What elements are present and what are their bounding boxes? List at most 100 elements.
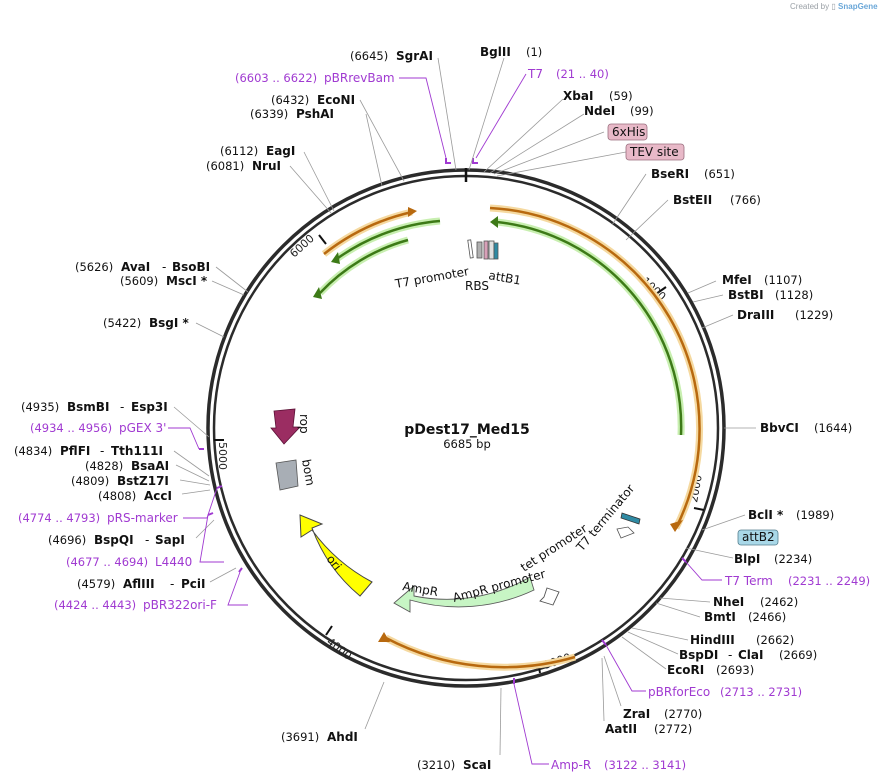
bom-box	[275, 459, 299, 491]
enzyme-name-bstz17i: BstZ17I	[117, 474, 169, 488]
enzyme-name-bsgi: BsgI *	[149, 316, 190, 330]
enzyme-name-hindiii: HindIII	[690, 633, 735, 647]
credit-brand: SnapGene	[838, 2, 878, 11]
primer-range-pbrforeco: (2713 .. 2731)	[720, 685, 802, 699]
t7-promoter-region	[467, 239, 499, 260]
enzyme-name-bbvci: BbvCI	[760, 421, 799, 435]
t7-terminator-shape	[620, 512, 641, 525]
enzyme-name-econi: EcoNI	[317, 93, 355, 107]
enzyme-pos-bcli: (1989)	[796, 508, 834, 522]
enzyme-pos-bsmbi: (4935)	[21, 400, 59, 414]
enzyme-dash-bsmbi: -	[120, 400, 124, 414]
enzyme-name-bsteii: BstEII	[673, 193, 712, 207]
enzyme-pos-bsaai: (4828)	[85, 459, 123, 473]
enzyme-pos-zrai: (2770)	[664, 707, 702, 721]
enzyme-pos-scai: (3210)	[417, 758, 455, 772]
enzyme-name-bcli: BclI *	[748, 508, 784, 522]
feature-box-attb2	[737, 529, 779, 546]
primer-name-l4440: L4440	[155, 555, 192, 569]
enzyme-pos-econi: (6432)	[271, 93, 309, 107]
enzyme-pos-pshai: (6339)	[250, 107, 288, 121]
enzyme-name-afliii: AflIII	[123, 577, 155, 591]
enzyme-dash-pflfi: -	[100, 444, 104, 458]
primer-name-t7-term: T7 Term	[724, 574, 773, 588]
credit-prefix: Created by	[790, 2, 830, 11]
feature-label-t7-promoter: T7 promoter	[393, 264, 470, 291]
enzyme-name-msci: MscI *	[166, 274, 208, 288]
enzyme-pos-aatii: (2772)	[654, 722, 692, 736]
enzyme-pos-bstz17i: (4809)	[71, 474, 109, 488]
enzyme-name-mfei: MfeI	[722, 273, 752, 287]
enzyme-alt-clai: ClaI	[738, 648, 763, 662]
enzyme-alt-esp3i: Esp3I	[131, 400, 168, 414]
enzyme-pos-acci: (4808)	[98, 489, 136, 503]
enzyme-name-bsmbi: BsmBI	[67, 400, 109, 414]
enzyme-name-bglii: BglII	[480, 45, 511, 59]
enzyme-alt-pcii: PciI	[181, 577, 206, 591]
enzyme-alt-bsobi: BsoBI	[172, 260, 210, 274]
feature-label-tev-site: TEV site	[629, 145, 679, 159]
enzyme-pos-bspqi: (4696)	[48, 533, 86, 547]
primer-range-prs-marker: (4774 .. 4793)	[18, 511, 100, 525]
enzyme-name-draiii: DraIII	[737, 308, 774, 322]
primer-name-amp-r: Amp-R	[551, 758, 591, 772]
primer-leader-lines	[168, 73, 722, 765]
snapgene-logo-icon: ▯	[831, 2, 836, 11]
ampr-promoter-shape	[539, 587, 560, 606]
enzyme-leader-lines	[173, 57, 756, 756]
feature-label-ampr: AmpR	[401, 579, 439, 599]
enzyme-pos-mfei: (1107)	[764, 273, 802, 287]
feature-box-tev-site	[625, 143, 685, 161]
primer-name-pbrrevbam: pBRrevBam	[324, 71, 395, 85]
enzyme-name-acci: AccI	[144, 489, 172, 503]
orf-arcs	[321, 204, 703, 671]
feature-label-attb1: attB1	[487, 268, 522, 287]
primer-name-pbrforeco: pBRforEco	[648, 685, 710, 699]
enzyme-pos-draiii: (1229)	[795, 308, 833, 322]
enzyme-pos-pflfi: (4834)	[14, 444, 52, 458]
green-orf-arcs	[313, 216, 685, 436]
enzyme-name-bmti: BmtI	[704, 610, 736, 624]
enzyme-pos-bspdi: (2669)	[779, 648, 817, 662]
enzyme-alt-tth111i: Tth111I	[111, 444, 163, 458]
enzyme-name-ahdi: AhdI	[327, 730, 358, 744]
enzyme-pos-ecori: (2693)	[716, 663, 754, 677]
enzyme-pos-afliii: (4579)	[77, 577, 115, 591]
enzyme-name-sgrai: SgrAI	[396, 49, 433, 63]
plasmid-name: pDest17_Med15	[404, 422, 530, 438]
enzyme-pos-xbai: (59)	[609, 89, 633, 103]
enzyme-dash-bspdi: -	[728, 648, 732, 662]
enzyme-pos-eagi: (6112)	[220, 144, 258, 158]
enzyme-alt-sapi: SapI	[155, 533, 185, 547]
primer-range-l4440: (4677 .. 4694)	[66, 555, 148, 569]
primer-range-pbr322ori-f: (4424 .. 4443)	[54, 598, 136, 612]
tick-marks	[214, 234, 705, 674]
enzyme-pos-bsteii: (766)	[730, 193, 761, 207]
enzyme-name-ndei: NdeI	[584, 104, 615, 118]
enzyme-pos-hindiii: (2662)	[756, 633, 794, 647]
enzyme-name-pflfi: PflFI	[60, 444, 90, 458]
enzyme-name-ecori: EcoRI	[667, 663, 704, 677]
enzyme-name-eagi: EagI	[266, 144, 295, 158]
enzyme-pos-bstbi: (1128)	[775, 288, 813, 302]
enzyme-name-bseri: BseRI	[651, 167, 689, 181]
enzyme-name-avai: AvaI	[121, 260, 150, 274]
enzyme-name-xbai: XbaI	[563, 89, 593, 103]
feature-label-6xhis: 6xHis	[612, 125, 645, 139]
enzyme-pos-avai: (5626)	[75, 260, 113, 274]
primer-range-amp-r: (3122 .. 3141)	[604, 758, 686, 772]
enzyme-name-blpi: BlpI	[734, 552, 760, 566]
tet-promoter-shape	[616, 526, 635, 539]
enzyme-pos-bseri: (651)	[704, 167, 735, 181]
enzyme-dash-bspqi: -	[145, 533, 149, 547]
enzyme-name-scai: ScaI	[463, 758, 491, 772]
enzyme-pos-bsgi: (5422)	[103, 316, 141, 330]
ori-arrow	[299, 514, 373, 597]
enzyme-pos-nhei: (2462)	[760, 595, 798, 609]
primer-range-pgex-3: (4934 .. 4956)	[30, 421, 112, 435]
primer-name-t7: T7	[527, 67, 543, 81]
enzyme-pos-bglii: (1)	[526, 45, 542, 59]
enzyme-name-bsaai: BsaAI	[131, 459, 169, 473]
feature-label-rop: rop	[297, 414, 311, 434]
